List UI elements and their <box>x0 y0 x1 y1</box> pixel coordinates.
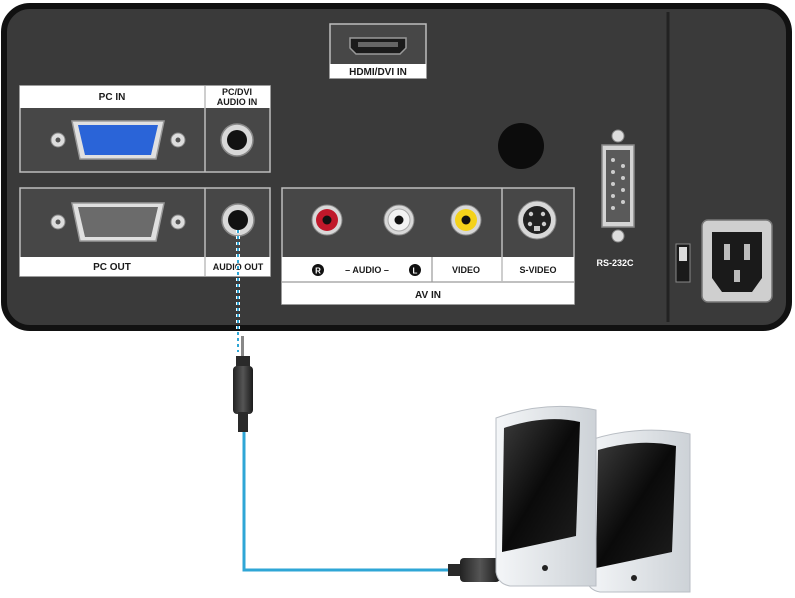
hdmi-port-icon[interactable] <box>349 37 407 55</box>
pc-in-section: PC IN PC/DVI AUDIO IN <box>19 85 271 173</box>
rs232c-section: RS-232C <box>596 129 635 268</box>
speakers-icon <box>495 405 691 593</box>
pc-out-label: PC OUT <box>93 262 131 273</box>
power-switch[interactable] <box>675 243 691 283</box>
video-label: VIDEO <box>452 265 480 275</box>
hdmi-dvi-in-label: HDMI/DVI IN <box>349 67 407 78</box>
vga-port-icon[interactable] <box>50 120 186 160</box>
round-port-cover <box>498 123 544 169</box>
av-in-label: AV IN <box>415 290 441 301</box>
pc-out-section: PC OUT AUDIO OUT <box>19 187 271 277</box>
speaker-right <box>585 429 691 593</box>
ac-power-inlet-icon[interactable] <box>701 219 773 303</box>
audio-label: – AUDIO – <box>345 265 389 275</box>
s-video-label: S-VIDEO <box>519 265 556 275</box>
db9-serial-port-icon[interactable] <box>601 129 635 243</box>
power-section <box>675 219 773 303</box>
rca-jack-icon[interactable] <box>450 204 482 236</box>
audio-left-label: L <box>413 267 418 276</box>
s-video-port-icon[interactable] <box>517 200 557 240</box>
speaker-left <box>495 405 597 587</box>
av-in-section: R – AUDIO – L VIDEO S-VIDEO AV IN <box>281 187 575 305</box>
rs232c-label: RS-232C <box>596 258 634 268</box>
mini-jack-icon[interactable] <box>220 123 254 157</box>
hdmi-dvi-in-section: HDMI/DVI IN <box>329 23 427 79</box>
mini-jack-plug-icon <box>233 336 253 432</box>
pc-dvi-audio-in-label-line2: AUDIO IN <box>217 97 258 107</box>
audio-right-badge <box>312 264 324 276</box>
vga-port-icon[interactable] <box>50 202 186 242</box>
audio-left-badge <box>409 264 421 276</box>
audio-right-label: R <box>315 267 321 276</box>
rca-jack-icon[interactable] <box>311 204 343 236</box>
pc-dvi-audio-in-label-line1: PC/DVI <box>222 87 252 97</box>
rca-jack-icon[interactable] <box>383 204 415 236</box>
pc-in-label: PC IN <box>99 92 126 103</box>
